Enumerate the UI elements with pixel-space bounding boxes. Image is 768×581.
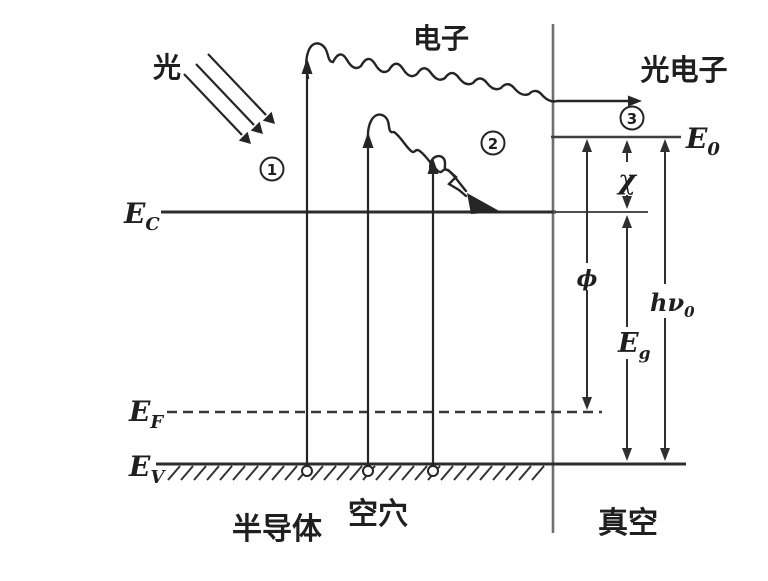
trajectory-end-wedge-icon	[467, 193, 501, 214]
fermi-level-symbol: E	[128, 395, 151, 428]
label-mask	[615, 327, 657, 359]
hole-circle	[362, 465, 374, 477]
step-2-circle-icon	[480, 130, 506, 156]
light-ray	[183, 73, 243, 136]
light-ray-arrowhead-icon	[238, 131, 251, 144]
valence-band-symbol: E	[128, 450, 151, 483]
up-arrowhead-icon	[622, 215, 632, 228]
light-label: 光	[152, 51, 181, 84]
vacuum-label: 真空	[598, 506, 658, 541]
light-ray	[195, 63, 255, 126]
electron-trajectory-scattered	[366, 113, 468, 193]
label-mask	[613, 162, 641, 195]
valence-band-label: EV	[128, 450, 166, 488]
photoelectron-label: 光电子	[640, 53, 727, 87]
up-arrowhead-icon	[622, 140, 632, 153]
label-mask	[646, 284, 696, 318]
right-arrowhead-icon	[628, 95, 642, 107]
vacuum-level-symbol: E	[685, 122, 708, 155]
threshold-energy-symbol: hν	[650, 288, 684, 317]
light-ray-arrowhead-icon	[250, 121, 263, 134]
bandgap-label: Eg	[617, 328, 651, 364]
down-arrowhead-icon	[660, 448, 670, 461]
step-1-marker: 1	[267, 161, 277, 179]
threshold-energy-label: hν0	[650, 288, 695, 321]
conduction-band-subscript: C	[145, 214, 160, 235]
up-arrowhead-icon	[660, 139, 670, 152]
electron-affinity-label: χ	[616, 165, 638, 196]
step-3-circle-icon	[619, 105, 645, 131]
threshold-energy-subscript: 0	[684, 303, 695, 321]
hole-label: 空穴	[348, 497, 408, 532]
electron-label: 电子	[413, 22, 469, 55]
step-markers: 1 2 3	[259, 105, 645, 182]
step-1-circle-icon	[259, 156, 285, 182]
hole-circle	[427, 465, 439, 477]
hole-circle	[301, 465, 313, 477]
vacuum-level-subscript: 0	[707, 139, 720, 160]
step-2-marker: 2	[488, 135, 498, 153]
light-ray	[207, 53, 267, 116]
step-3-marker: 3	[627, 110, 637, 128]
up-arrowhead-icon	[582, 139, 592, 152]
electron-trajectory-escaping	[305, 42, 632, 103]
valence-band-subscript: V	[150, 467, 166, 488]
fermi-level-label: EF	[128, 395, 164, 433]
bandgap-symbol: E	[617, 328, 639, 359]
down-arrowhead-icon	[622, 196, 632, 209]
conduction-band-symbol: E	[123, 197, 146, 230]
electron-trajectory-short	[429, 154, 468, 198]
bandgap-subscript: g	[639, 344, 651, 364]
fermi-level-subscript: F	[149, 412, 164, 433]
light-ray-arrowhead-icon	[262, 111, 275, 124]
down-arrowhead-icon	[582, 397, 592, 410]
semiconductor-label: 半导体	[232, 512, 323, 547]
surface-hatching	[167, 465, 545, 481]
work-function-label: ϕ	[577, 266, 598, 292]
conduction-band-label: EC	[123, 197, 160, 235]
vacuum-level-label: E0	[685, 122, 720, 160]
down-arrowhead-icon	[622, 448, 632, 461]
label-mask	[576, 263, 598, 290]
light-rays	[183, 53, 275, 144]
